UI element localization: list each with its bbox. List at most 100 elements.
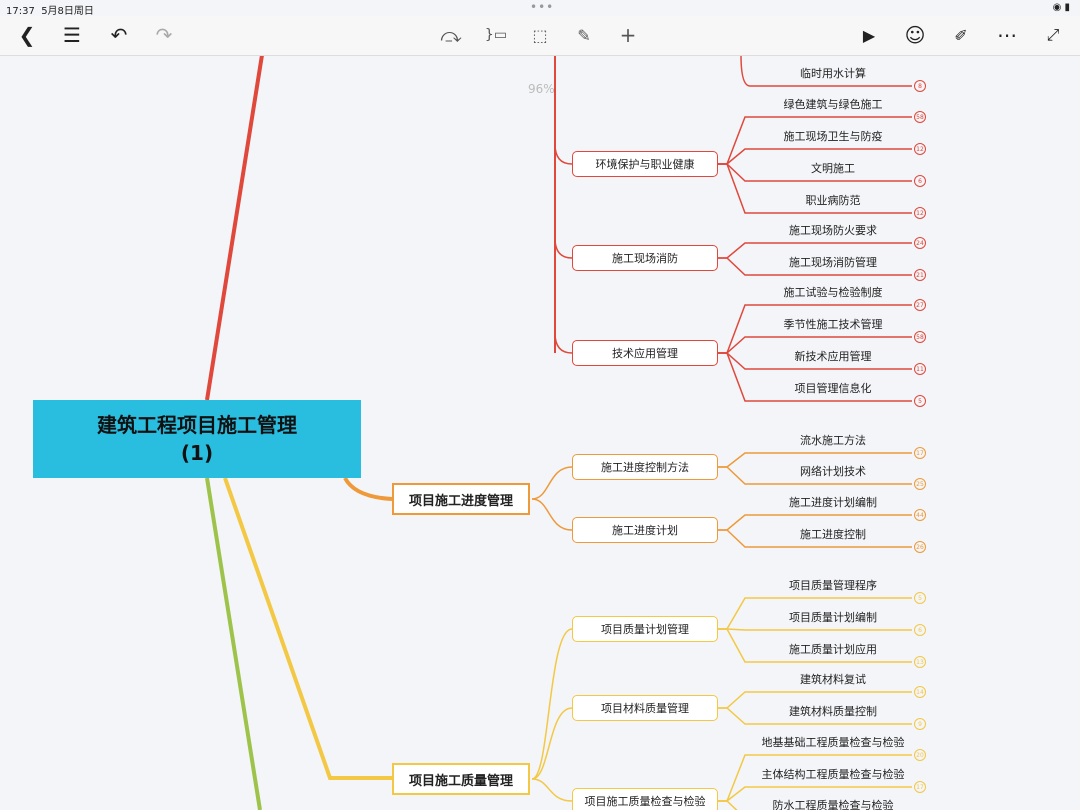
back-icon[interactable]: ❮ [18,23,36,47]
leaf-topic[interactable]: 施工进度计划编制 [789,496,877,509]
leaf-topic[interactable]: 施工试验与检验制度 [783,286,883,299]
count-badge[interactable]: 14 [914,686,926,698]
leaf-topic[interactable]: 新技术应用管理 [794,350,872,363]
count-badge[interactable]: 6 [914,624,926,636]
leaf-topic[interactable]: 主体结构工程质量检查与检验 [761,768,905,781]
toolbar: ❮ ☰ ↶ ↷ ⤼ }▭ ⬚ ✎ + ▶ ☺ ✐ ⋯ ⤢ [0,16,1080,56]
leaf-topic[interactable]: 项目质量计划编制 [789,611,877,624]
subtopic-connector [531,778,573,802]
subtopic-connector [531,628,573,780]
leaf-line [740,56,912,87]
count-badge[interactable]: 5 [914,592,926,604]
leaf-line [717,707,912,725]
count-badge[interactable]: 20 [914,749,926,761]
subtopic[interactable]: 项目施工质量检查与检验 [572,788,718,810]
leaf-topic[interactable]: 施工进度控制 [800,528,866,541]
leaf-topic[interactable]: 施工现场卫生与防疫 [783,130,883,143]
subtopic-connector [531,707,573,780]
leaf-topic[interactable]: 文明施工 [811,162,855,175]
leaf-line [717,352,912,402]
relationship-icon[interactable]: ⤼ [440,23,462,47]
branch-line-orange [343,476,393,501]
count-badge[interactable]: 17 [914,447,926,459]
add-icon[interactable]: + [619,23,637,47]
branch-line-yellow [223,477,392,780]
subtopic[interactable]: 项目质量计划管理 [572,616,718,642]
subtopic-connector [531,466,573,500]
leaf-topic[interactable]: 项目管理信息化 [794,382,872,395]
main-topic[interactable]: 项目施工进度管理 [392,483,530,515]
leaf-topic[interactable]: 施工现场消防管理 [789,256,877,269]
count-badge[interactable]: 58 [914,331,926,343]
subtopic-connector [554,332,573,354]
leaf-line [717,628,912,631]
count-badge[interactable]: 12 [914,207,926,219]
leaf-topic[interactable]: 职业病防范 [805,194,861,207]
leaf-line [717,466,912,485]
root-title: 建筑工程项目施工管理 [97,413,297,437]
wifi-battery-icon: ◉ ▮ [1052,2,1070,13]
leaf-line [717,163,912,214]
subtopic[interactable]: 技术应用管理 [572,340,718,366]
count-badge[interactable]: 11 [914,363,926,375]
presentation-icon[interactable]: ▶ [862,25,876,45]
outline-list-icon[interactable]: ☰ [63,23,81,47]
leaf-topic[interactable]: 建筑材料复试 [800,673,866,686]
count-badge[interactable]: 6 [914,175,926,187]
boundary-icon[interactable]: ⬚ [532,25,548,45]
leaf-topic[interactable]: 施工现场防火要求 [789,224,877,237]
subtopic[interactable]: 施工现场消防 [572,245,718,271]
subtopic[interactable]: 施工进度控制方法 [572,454,718,480]
leaf-topic[interactable]: 建筑材料质量控制 [789,705,877,718]
subtopic[interactable]: 环境保护与职业健康 [572,151,718,177]
redo-icon[interactable]: ↷ [155,23,173,47]
count-badge[interactable]: 25 [914,478,926,490]
multitask-handle[interactable]: ••• [530,0,555,14]
leaf-topic[interactable]: 防水工程质量检查与检验 [772,799,894,810]
leaf-topic[interactable]: 施工质量计划应用 [789,643,877,656]
leaf-topic[interactable]: 季节性施工技术管理 [783,318,883,331]
count-badge[interactable]: 17 [914,781,926,793]
leaf-topic[interactable]: 流水施工方法 [800,434,866,447]
status-bar: 17:37 5月8日周日 ••• ◉ ▮ [0,0,1080,17]
count-badge[interactable]: 21 [914,269,926,281]
subtopic-connector [554,237,573,259]
subtopic[interactable]: 项目材料质量管理 [572,695,718,721]
leaf-line [717,257,912,276]
count-badge[interactable]: 58 [914,111,926,123]
count-badge[interactable]: 12 [914,143,926,155]
format-brush-icon[interactable]: ✐ [954,25,968,45]
count-badge[interactable]: 8 [914,80,926,92]
leaf-topic[interactable]: 网络计划技术 [800,465,866,478]
summary-icon[interactable]: }▭ [484,27,508,43]
branch-line-red [205,56,264,401]
leaf-topic[interactable]: 临时用水计算 [800,67,866,80]
status-time: 17:37 5月8日周日 [6,6,94,17]
fullscreen-icon[interactable]: ⤢ [1046,25,1060,44]
zoom-indicator: 96% [528,82,555,96]
count-badge[interactable]: 26 [914,541,926,553]
leaf-topic[interactable]: 地基基础工程质量检查与检验 [761,736,905,749]
subtopic[interactable]: 施工进度计划 [572,517,718,543]
leaf-topic[interactable]: 项目质量管理程序 [789,579,877,592]
more-icon[interactable]: ⋯ [997,23,1017,47]
branch-line-green [205,477,262,810]
root-topic[interactable]: 建筑工程项目施工管理 (1) [33,400,361,478]
mindmap-canvas[interactable]: 96% 建筑工程项目施工管理 (1) 临时用水计算 8 环境保护与职业健康 绿色建筑与… [0,56,1080,810]
count-badge[interactable]: 44 [914,509,926,521]
count-badge[interactable]: 5 [914,395,926,407]
count-badge[interactable]: 9 [914,718,926,730]
subtopic-connector [554,143,573,165]
subtopic-connector [531,498,573,531]
count-badge[interactable]: 13 [914,656,926,668]
undo-icon[interactable]: ↶ [110,23,128,47]
sticker-icon[interactable]: ☺ [904,23,926,47]
leaf-topic[interactable]: 绿色建筑与绿色施工 [783,98,883,111]
main-topic[interactable]: 项目施工质量管理 [392,763,530,795]
leaf-line [717,529,912,548]
count-badge[interactable]: 24 [914,237,926,249]
note-icon[interactable]: ✎ [577,25,591,45]
root-subtitle: (1) [180,441,214,465]
count-badge[interactable]: 27 [914,299,926,311]
connector-lines [205,56,912,810]
